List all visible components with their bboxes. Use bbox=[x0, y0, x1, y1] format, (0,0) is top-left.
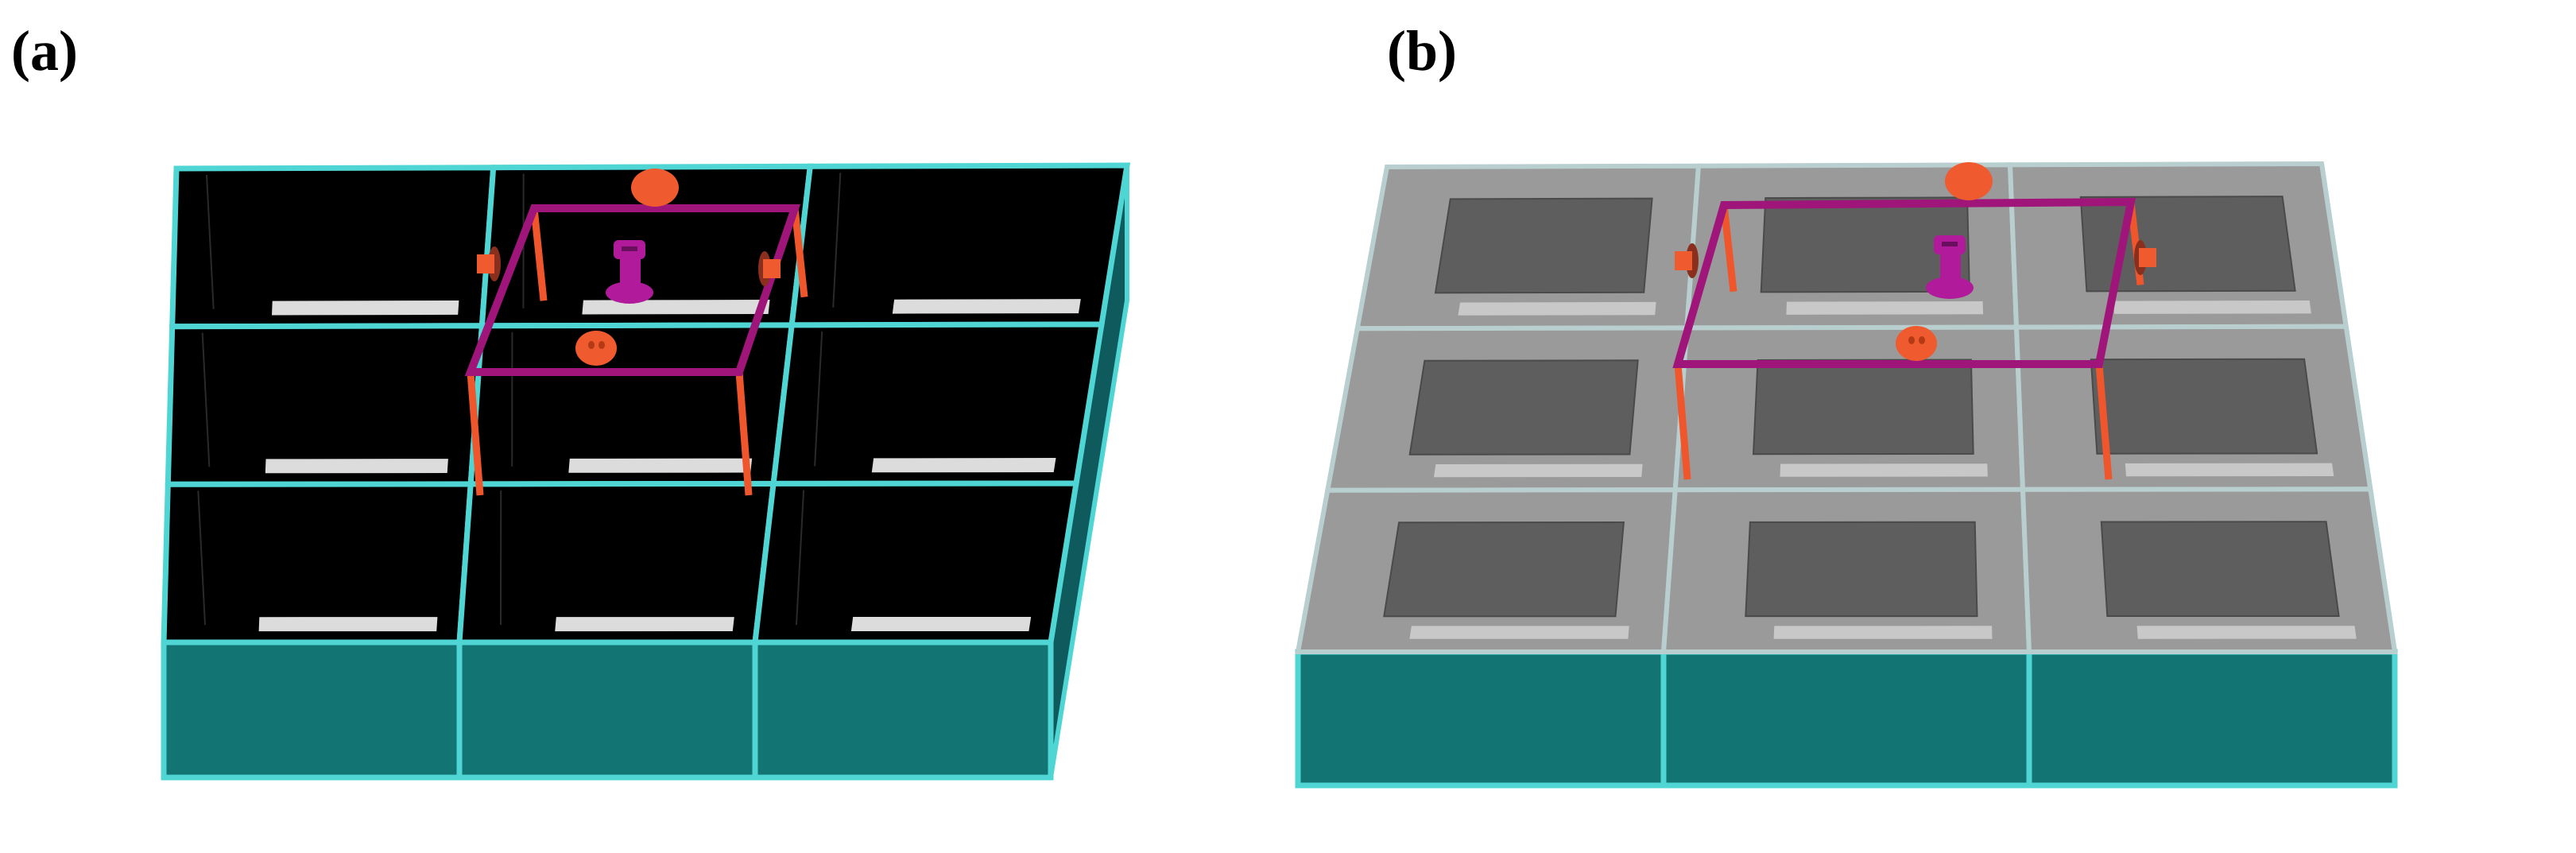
cell-sill bbox=[555, 617, 734, 632]
panel-label-a: (a) bbox=[11, 19, 78, 83]
disc-marker-front bbox=[575, 331, 617, 366]
cell-sill bbox=[265, 459, 448, 474]
figure-detail bbox=[1942, 242, 1958, 246]
cell-inner-edge bbox=[832, 173, 842, 308]
block-front-face bbox=[1660, 649, 2032, 789]
diagram-panel-b bbox=[1295, 161, 2398, 789]
cell-inner-edge bbox=[814, 331, 823, 467]
cover-inner-panel bbox=[1408, 359, 1639, 456]
disc-marker-detail bbox=[588, 341, 595, 349]
frame-rectangle bbox=[464, 204, 800, 376]
cover-inner-panel bbox=[2100, 521, 2340, 617]
cell-inner-edge bbox=[201, 332, 211, 467]
cell bbox=[2013, 324, 2373, 492]
cell-sill bbox=[1409, 626, 1629, 639]
figure-base bbox=[1926, 277, 1974, 299]
cover-inner-panel bbox=[1752, 359, 1974, 456]
cell bbox=[788, 162, 1131, 328]
cell-sill bbox=[1434, 463, 1643, 478]
cell-opening bbox=[755, 483, 1076, 642]
cell-sill bbox=[272, 300, 459, 316]
cell-opening bbox=[168, 325, 482, 485]
cover-inner-panel bbox=[1383, 521, 1625, 618]
cell-sill bbox=[2113, 300, 2311, 314]
cell-rim bbox=[752, 480, 1080, 646]
frame-leg bbox=[791, 207, 808, 298]
cell-sill bbox=[2125, 463, 2334, 477]
cell-sill bbox=[1458, 301, 1656, 316]
figure-body bbox=[1940, 250, 1961, 286]
cell-sill bbox=[850, 617, 1032, 631]
cover-inner-panel bbox=[1434, 197, 1653, 294]
cell bbox=[752, 480, 1080, 646]
cell-sill bbox=[1786, 301, 1984, 315]
cell bbox=[1324, 325, 1690, 493]
frame-leg bbox=[1674, 363, 1691, 480]
block-front-face bbox=[752, 639, 1054, 781]
frame-leg bbox=[735, 371, 753, 496]
frame-leg bbox=[530, 207, 548, 301]
cell bbox=[1660, 487, 2032, 654]
side-clamp bbox=[2139, 248, 2156, 267]
cell-opening bbox=[459, 483, 774, 642]
cell-inner-edge bbox=[206, 174, 215, 309]
cover-inner-panel bbox=[2090, 358, 2318, 455]
cell bbox=[2007, 161, 2349, 330]
cell-sill bbox=[568, 458, 753, 473]
cell-sill bbox=[258, 617, 438, 632]
figure-body bbox=[620, 254, 641, 291]
cell-sill bbox=[1780, 463, 1988, 477]
frame-leg bbox=[467, 371, 484, 496]
panel-label-b: (b) bbox=[1387, 19, 1457, 83]
cell-opening bbox=[471, 324, 792, 484]
frame-rectangle bbox=[1672, 197, 2136, 368]
disc-marker-detail bbox=[598, 341, 605, 349]
disc-marker-top bbox=[1945, 162, 1993, 200]
cell-opening bbox=[164, 483, 471, 642]
disc-marker-top bbox=[631, 169, 679, 207]
cell-grid bbox=[161, 162, 1131, 781]
cell bbox=[1295, 487, 1678, 654]
side-clamp bbox=[1675, 251, 1692, 270]
cell bbox=[770, 321, 1106, 487]
disc-marker-detail bbox=[1908, 336, 1915, 344]
cell-opening bbox=[172, 167, 494, 327]
cell bbox=[2020, 487, 2398, 654]
frame bbox=[464, 204, 808, 496]
cell-inner-edge bbox=[197, 490, 206, 626]
cell-sill bbox=[1773, 626, 1993, 639]
figure-detail bbox=[622, 246, 637, 251]
cell bbox=[169, 165, 497, 330]
cell bbox=[165, 323, 486, 487]
block-front-face bbox=[161, 639, 463, 781]
block-front-face bbox=[2026, 649, 2398, 789]
cell-grid bbox=[1295, 161, 2398, 789]
disc-marker-detail bbox=[1919, 336, 1925, 344]
cell bbox=[161, 481, 474, 646]
side-clamp bbox=[763, 259, 781, 278]
cell-sill bbox=[871, 458, 1056, 473]
cell-opening bbox=[792, 165, 1127, 325]
cell-opening bbox=[773, 324, 1102, 484]
cell-sill bbox=[892, 299, 1081, 314]
diagram-panel-a bbox=[161, 162, 1131, 781]
cell bbox=[1672, 324, 2026, 493]
cover-inner-panel bbox=[1745, 521, 1978, 618]
frame-leg bbox=[1720, 204, 1737, 293]
cell bbox=[456, 480, 777, 646]
side-clamp bbox=[477, 254, 494, 273]
cell-inner-edge bbox=[796, 490, 805, 626]
disc-marker-front bbox=[1896, 326, 1937, 361]
frame-leg bbox=[2095, 363, 2113, 480]
cell bbox=[1354, 163, 1702, 332]
cell-sill bbox=[582, 300, 770, 315]
block-front-face bbox=[1295, 649, 1667, 789]
cell-sill bbox=[2136, 626, 2357, 639]
block-front-face bbox=[456, 639, 758, 781]
figure-base bbox=[606, 281, 653, 304]
